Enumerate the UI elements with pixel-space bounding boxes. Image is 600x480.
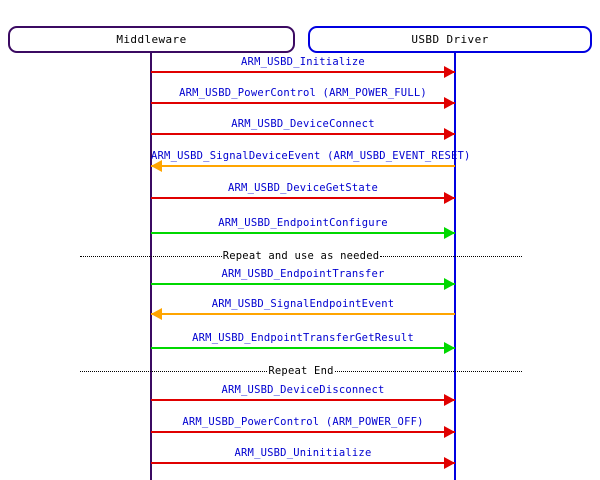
message-line: [151, 102, 455, 104]
message-line: [151, 197, 455, 199]
separator-dots-right: [334, 370, 522, 372]
message-row[interactable]: ARM_USBD_Uninitialize: [151, 447, 455, 469]
message-row[interactable]: ARM_USBD_PowerControl (ARM_POWER_FULL): [151, 87, 455, 109]
message-line: [151, 71, 455, 73]
message-row[interactable]: ARM_USBD_PowerControl (ARM_POWER_OFF): [151, 416, 455, 438]
arrowhead-right-icon: [444, 192, 455, 204]
message-line: [151, 165, 455, 167]
message-label: ARM_USBD_SignalDeviceEvent (ARM_USBD_EVE…: [151, 150, 471, 162]
message-label: ARM_USBD_SignalEndpointEvent: [211, 298, 395, 310]
message-row[interactable]: ARM_USBD_DeviceConnect: [151, 118, 455, 140]
message-label: ARM_USBD_DeviceGetState: [228, 182, 378, 194]
message-label: ARM_USBD_PowerControl (ARM_POWER_OFF): [182, 416, 424, 428]
arrowhead-left-icon: [151, 160, 162, 172]
message-line: [151, 399, 455, 401]
arrowhead-right-icon: [444, 227, 455, 239]
message-row[interactable]: ARM_USBD_EndpointTransferGetResult: [151, 332, 455, 354]
separator-dots-left: [80, 370, 268, 372]
participant-label: USBD Driver: [411, 33, 489, 46]
separator-row: Repeat and use as needed: [80, 249, 522, 263]
message-row[interactable]: ARM_USBD_Initialize: [151, 56, 455, 78]
participant-box-usbd-driver[interactable]: USBD Driver: [308, 26, 592, 53]
arrowhead-right-icon: [444, 97, 455, 109]
message-line: [151, 133, 455, 135]
arrowhead-right-icon: [444, 342, 455, 354]
message-label: ARM_USBD_Uninitialize: [234, 447, 372, 459]
message-label: ARM_USBD_EndpointConfigure: [218, 217, 388, 229]
message-label: ARM_USBD_Initialize: [241, 56, 365, 68]
message-line: [151, 462, 455, 464]
separator-label: Repeat and use as needed: [222, 250, 380, 262]
separator-label: Repeat End: [268, 365, 334, 377]
separator-dots-right: [380, 255, 522, 257]
message-label: ARM_USBD_PowerControl (ARM_POWER_FULL): [179, 87, 427, 99]
participant-label: Middleware: [116, 33, 187, 46]
message-line: [151, 313, 455, 315]
arrowhead-right-icon: [444, 457, 455, 469]
message-label: ARM_USBD_DeviceConnect: [231, 118, 375, 130]
message-row[interactable]: ARM_USBD_DeviceDisconnect: [151, 384, 455, 406]
message-row[interactable]: ARM_USBD_DeviceGetState: [151, 182, 455, 204]
participant-box-middleware[interactable]: Middleware: [8, 26, 295, 53]
lifeline-middleware: [150, 53, 152, 480]
message-line: [151, 347, 455, 349]
arrowhead-right-icon: [444, 66, 455, 78]
message-label: ARM_USBD_DeviceDisconnect: [221, 384, 385, 396]
arrowhead-left-icon: [151, 308, 162, 320]
message-line: [151, 431, 455, 433]
message-label: ARM_USBD_EndpointTransferGetResult: [192, 332, 414, 344]
arrowhead-right-icon: [444, 394, 455, 406]
lifeline-usbd-driver: [454, 53, 456, 480]
message-label: ARM_USBD_EndpointTransfer: [221, 268, 385, 280]
message-line: [151, 283, 455, 285]
message-row[interactable]: ARM_USBD_SignalEndpointEvent: [151, 298, 455, 320]
message-row[interactable]: ARM_USBD_EndpointTransfer: [151, 268, 455, 290]
arrowhead-right-icon: [444, 278, 455, 290]
arrowhead-right-icon: [444, 426, 455, 438]
message-line: [151, 232, 455, 234]
separator-row: Repeat End: [80, 364, 522, 378]
arrowhead-right-icon: [444, 128, 455, 140]
message-row[interactable]: ARM_USBD_SignalDeviceEvent (ARM_USBD_EVE…: [151, 150, 470, 172]
separator-dots-left: [80, 255, 222, 257]
message-row[interactable]: ARM_USBD_EndpointConfigure: [151, 217, 455, 239]
